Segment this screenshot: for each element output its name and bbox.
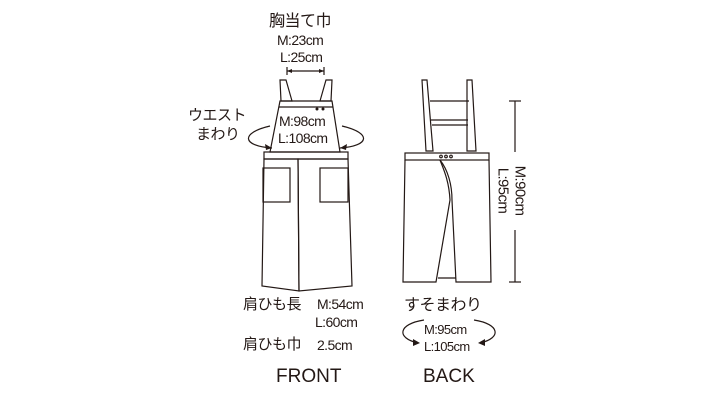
bib-width-l: L:25cm [280, 49, 323, 65]
strap-width-label: 肩ひも巾 [243, 335, 302, 353]
waist-label-line2: まわり [196, 125, 240, 143]
bib-width-label: 胸当て巾 [269, 11, 332, 30]
length-m: M:90cm [511, 165, 529, 216]
hem-l: L:105cm [424, 339, 470, 354]
front-apron-drawing [248, 67, 364, 292]
hem-m: M:95cm [424, 322, 467, 337]
strap-length-m: M:54cm [317, 296, 364, 312]
waist-l: L:108cm [278, 130, 328, 146]
strap-width-value: 2.5cm [317, 337, 353, 353]
strap-length-l: L:60cm [315, 314, 358, 330]
back-caption: BACK [423, 366, 475, 387]
bib-width-m: M:23cm [277, 32, 324, 48]
waist-m: M:98cm [279, 113, 326, 129]
back-apron-drawing [402, 79, 521, 346]
length-l: L:95cm [494, 167, 512, 214]
waist-label-line1: ウエスト [188, 106, 247, 124]
hem-label: すそまわり [404, 295, 482, 314]
front-caption: FRONT [276, 366, 342, 387]
strap-length-label: 肩ひも長 [243, 295, 302, 313]
